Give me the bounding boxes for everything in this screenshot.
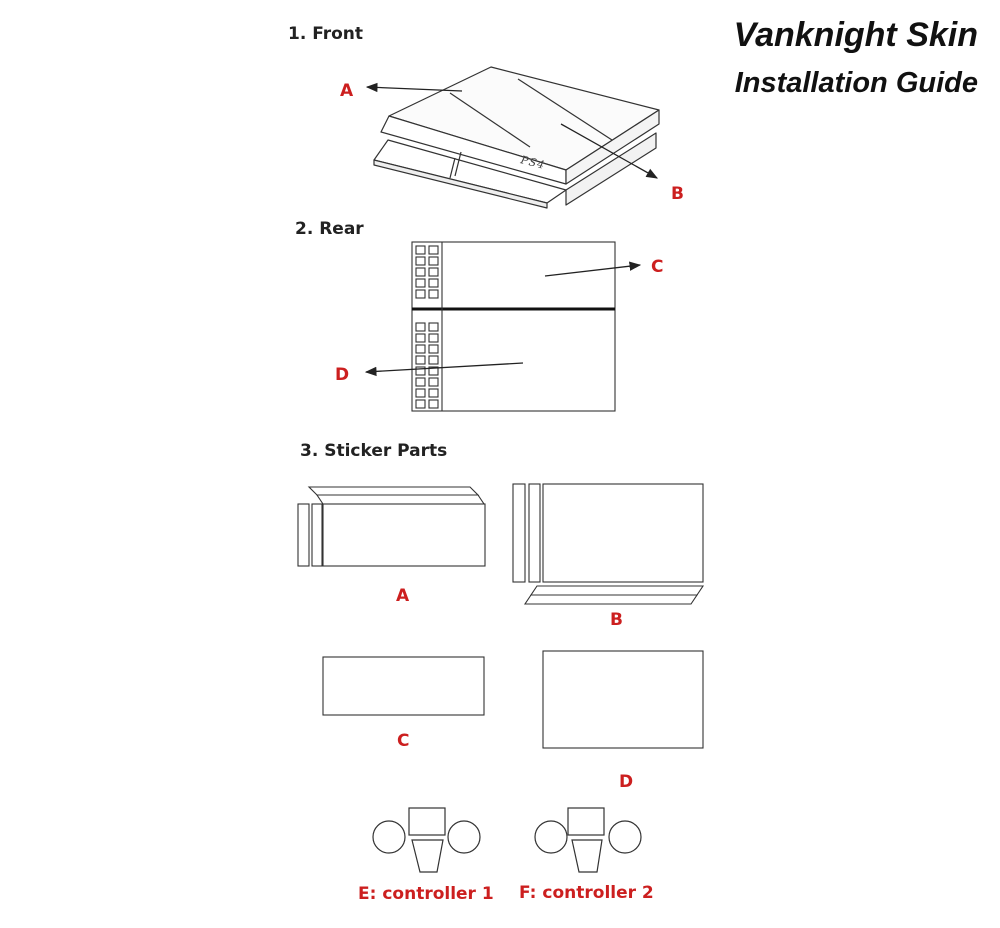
controller-2-label: F: controller 2 bbox=[519, 883, 654, 903]
rear-vent-slot bbox=[428, 333, 439, 343]
rear-vent-slot bbox=[428, 278, 439, 288]
front-console-illustration bbox=[373, 66, 660, 209]
console-ps4-mark: PS4 bbox=[518, 153, 546, 172]
rear-vent-slot bbox=[428, 322, 439, 332]
section-front-heading: 1. Front bbox=[288, 24, 364, 44]
rear-vent-slot bbox=[415, 289, 426, 299]
front-arrow-a bbox=[365, 82, 463, 93]
guide-subtitle: Installation Guide bbox=[734, 67, 978, 99]
section-rear-heading: 2. Rear bbox=[295, 219, 364, 239]
rear-vent-slot bbox=[415, 377, 426, 387]
rear-vent-slot bbox=[415, 267, 426, 277]
rear-arrow-d bbox=[364, 362, 524, 377]
rear-vent-slot bbox=[428, 256, 439, 266]
rear-vent-slot bbox=[415, 322, 426, 332]
parts-label-a: A bbox=[396, 586, 410, 606]
rear-label-d: D bbox=[335, 365, 349, 385]
rear-vent-slot bbox=[428, 399, 439, 409]
rear-arrow-c bbox=[544, 261, 642, 277]
front-label-a: A bbox=[340, 81, 354, 101]
parts-label-b: B bbox=[610, 610, 623, 630]
rear-vent-slot bbox=[428, 388, 439, 398]
rear-console-illustration bbox=[411, 241, 616, 412]
front-arrow-b bbox=[560, 123, 659, 179]
rear-label-c: C bbox=[651, 257, 663, 277]
rear-vent-slot bbox=[428, 377, 439, 387]
sticker-part-d bbox=[542, 650, 704, 749]
parts-label-c: C bbox=[397, 731, 409, 751]
sticker-part-c bbox=[322, 656, 485, 716]
sticker-part-a bbox=[297, 486, 486, 567]
rear-vent-slot bbox=[428, 245, 439, 255]
rear-vent-slot bbox=[428, 344, 439, 354]
rear-vent-slot bbox=[415, 399, 426, 409]
rear-vent-slot bbox=[415, 388, 426, 398]
section-parts-heading: 3. Sticker Parts bbox=[300, 441, 448, 461]
rear-vent-slot bbox=[428, 366, 439, 376]
rear-vent-slot bbox=[428, 289, 439, 299]
parts-label-d: D bbox=[619, 772, 633, 792]
sticker-part-b bbox=[512, 483, 705, 605]
rear-vent-slot bbox=[415, 344, 426, 354]
rear-vent-slot bbox=[415, 333, 426, 343]
controller-1-label: E: controller 1 bbox=[358, 884, 494, 904]
rear-vent-slot bbox=[415, 366, 426, 376]
rear-vent-slot bbox=[415, 245, 426, 255]
front-label-b: B bbox=[671, 184, 684, 204]
guide-title: Vanknight Skin bbox=[733, 16, 978, 54]
sticker-controller-2 bbox=[534, 807, 642, 873]
rear-vent-slot bbox=[415, 355, 426, 365]
rear-vent-slot bbox=[415, 278, 426, 288]
sticker-controller-1 bbox=[372, 807, 481, 873]
rear-vent-slot bbox=[428, 355, 439, 365]
rear-vent-slot bbox=[428, 267, 439, 277]
rear-vent-slot bbox=[415, 256, 426, 266]
